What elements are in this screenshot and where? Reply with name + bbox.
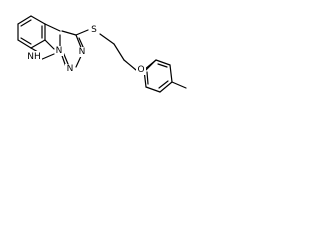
bond: [155, 59, 171, 66]
side-chain: [75, 29, 157, 71]
bond: [30, 15, 46, 25]
double-bond-inner: [158, 80, 169, 89]
bond: [17, 39, 32, 49]
atom-label-n-ring: N: [56, 46, 63, 56]
bond: [113, 43, 125, 61]
atom-label-o: O: [137, 65, 144, 75]
benzene-ring: [17, 15, 46, 49]
double-bond-inner: [146, 71, 149, 85]
bond: [17, 15, 32, 25]
bond: [169, 64, 173, 83]
bond: [159, 81, 173, 93]
atom-label-s: S: [91, 25, 97, 35]
bond: [30, 39, 46, 49]
atom-label-n-triazole-2: N: [67, 64, 74, 74]
bond: [61, 30, 77, 36]
double-bond-inner: [20, 37, 32, 45]
bond: [44, 23, 61, 32]
atom-label-nh: NH: [27, 52, 41, 62]
bond: [75, 29, 89, 36]
double-bond-inner: [157, 63, 168, 68]
bond: [44, 39, 55, 50]
bond: [145, 86, 161, 93]
double-bond-inner: [20, 19, 32, 27]
bond: [39, 53, 55, 61]
methyl-bond: [171, 81, 187, 89]
bond: [99, 33, 115, 45]
tolyl-ring: [143, 59, 187, 93]
bond: [123, 59, 137, 71]
atom-labels: NH N N N S O: [27, 25, 146, 75]
atom-label-n-triazole-1: N: [79, 47, 86, 57]
chemical-structure-diagram: NH N N N S O: [17, 15, 187, 93]
